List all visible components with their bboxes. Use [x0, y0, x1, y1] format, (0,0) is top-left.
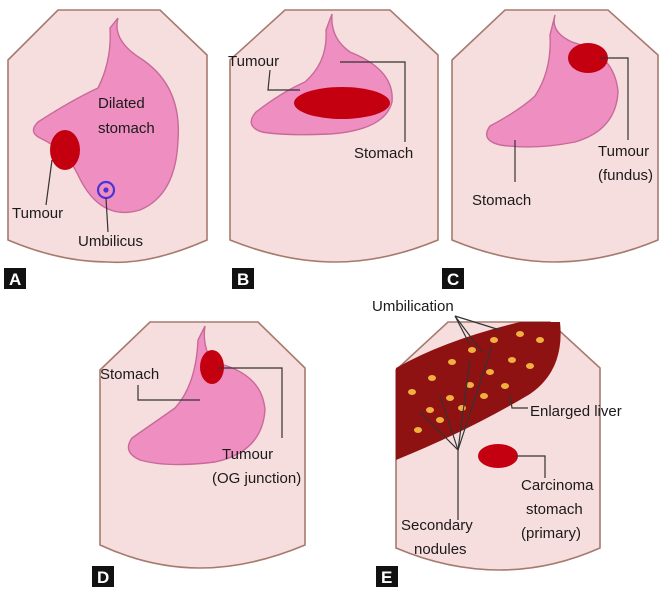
secondary-nodule: [426, 407, 434, 413]
secondary-nodule: [408, 389, 416, 395]
secondary-nodule: [501, 383, 509, 389]
panel-letter: A: [9, 270, 21, 289]
secondary-nodule: [508, 357, 516, 363]
panel-letter: E: [381, 568, 392, 587]
stomach-label: Stomach: [100, 366, 159, 383]
panel-d: Stomach Tumour (OG junction) D: [92, 322, 305, 587]
panel-letter: C: [447, 270, 459, 289]
panel-c: Tumour (fundus) Stomach C: [442, 10, 658, 289]
dilated-stomach-label-line2: stomach: [98, 120, 155, 137]
secondary-nodules-label-line1: Secondary: [401, 517, 473, 534]
enlarged-liver-label: Enlarged liver: [530, 403, 622, 420]
secondary-nodule: [458, 405, 466, 411]
panel-e: Umbilication Enlarged liver Carcinoma st…: [372, 298, 622, 587]
carcinoma-label-line2: stomach: [526, 501, 583, 518]
umbilicus-label: Umbilicus: [78, 233, 143, 250]
panel-letter: D: [97, 568, 109, 587]
tumour-label-line1: Tumour: [598, 143, 649, 160]
secondary-nodule: [526, 363, 534, 369]
tumour-mass: [294, 87, 390, 119]
carcinoma-label-line1: Carcinoma: [521, 477, 594, 494]
secondary-nodule: [414, 427, 422, 433]
secondary-nodule: [486, 369, 494, 375]
tumour-label-line1: Tumour: [222, 446, 273, 463]
tumour-label: Tumour: [228, 53, 279, 70]
tumour-label-line2: (OG junction): [212, 470, 301, 487]
secondary-nodule: [428, 375, 436, 381]
tumour-mass: [50, 130, 80, 170]
secondary-nodule: [516, 331, 524, 337]
secondary-nodule: [436, 417, 444, 423]
stomach-label: Stomach: [472, 192, 531, 209]
stomach-label: Stomach: [354, 145, 413, 162]
tumour-mass: [200, 350, 224, 384]
carcinoma-label-line3: (primary): [521, 525, 581, 542]
secondary-nodules-label-line2: nodules: [414, 541, 467, 558]
panel-letter: B: [237, 270, 249, 289]
tumour-label-line2: (fundus): [598, 167, 653, 184]
secondary-nodule: [536, 337, 544, 343]
dilated-stomach-label-line1: Dilated: [98, 95, 145, 112]
carcinoma-stomach-mass: [478, 444, 518, 468]
secondary-nodule: [468, 347, 476, 353]
secondary-nodule: [446, 395, 454, 401]
panel-a: Dilated stomach Tumour Umbilicus A: [4, 10, 207, 289]
umbilication-label: Umbilication: [372, 298, 454, 315]
tumour-label: Tumour: [12, 205, 63, 222]
panel-b: Tumour Stomach B: [228, 10, 438, 289]
secondary-nodule: [480, 393, 488, 399]
secondary-nodule: [448, 359, 456, 365]
secondary-nodule: [490, 337, 498, 343]
